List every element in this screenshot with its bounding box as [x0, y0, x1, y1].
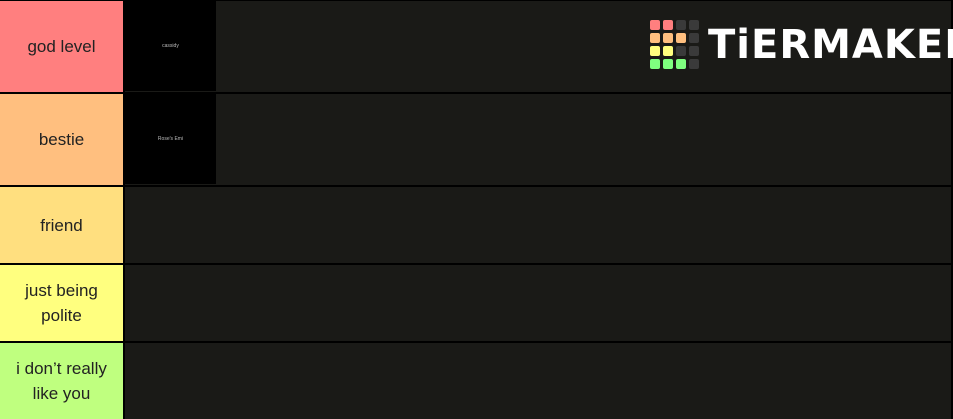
tier-label[interactable]: god level: [0, 1, 123, 92]
logo-grid-cell: [663, 59, 673, 69]
tiermaker-logo-grid-icon: [650, 20, 702, 72]
logo-grid-cell: [676, 46, 686, 56]
tier-row-bestie: bestie Rose's Emi: [0, 94, 953, 185]
tier-items-area[interactable]: [125, 343, 951, 419]
tier-label[interactable]: bestie: [0, 94, 123, 185]
logo-grid-cell: [689, 20, 699, 30]
tier-row-god-level: god level cassidy: [0, 1, 953, 92]
logo-grid-cell: [689, 46, 699, 56]
tier-item-card[interactable]: cassidy: [125, 1, 216, 91]
tier-row-friend: friend: [0, 187, 953, 263]
logo-grid-cell: [650, 59, 660, 69]
logo-grid-cell: [650, 33, 660, 43]
tier-row-dont-really-like: i don’t really like you: [0, 343, 953, 419]
tier-item-text: Rose's Emi: [157, 136, 184, 142]
tier-items-area[interactable]: [125, 187, 951, 263]
logo-grid-cell: [650, 46, 660, 56]
tier-row-just-being-polite: just being polite: [0, 265, 953, 341]
tier-label[interactable]: friend: [0, 187, 123, 263]
tier-item-text: cassidy: [162, 43, 179, 49]
logo-grid-cell: [650, 20, 660, 30]
logo-grid-cell: [689, 33, 699, 43]
logo-grid-cell: [663, 20, 673, 30]
logo-grid-cell: [663, 33, 673, 43]
tier-items-area[interactable]: Rose's Emi: [125, 94, 951, 185]
tiermaker-logo-text: TiERMAKER: [708, 22, 953, 68]
logo-grid-cell: [676, 59, 686, 69]
logo-grid-cell: [676, 20, 686, 30]
tier-label[interactable]: i don’t really like you: [0, 343, 123, 419]
tier-item-card[interactable]: Rose's Emi: [125, 94, 216, 184]
logo-grid-cell: [676, 33, 686, 43]
logo-grid-cell: [689, 59, 699, 69]
logo-grid-cell: [663, 46, 673, 56]
tier-items-area[interactable]: cassidy: [125, 1, 951, 92]
tier-items-area[interactable]: [125, 265, 951, 341]
tiermaker-logo: TiERMAKER: [650, 20, 953, 72]
tier-label[interactable]: just being polite: [0, 265, 123, 341]
